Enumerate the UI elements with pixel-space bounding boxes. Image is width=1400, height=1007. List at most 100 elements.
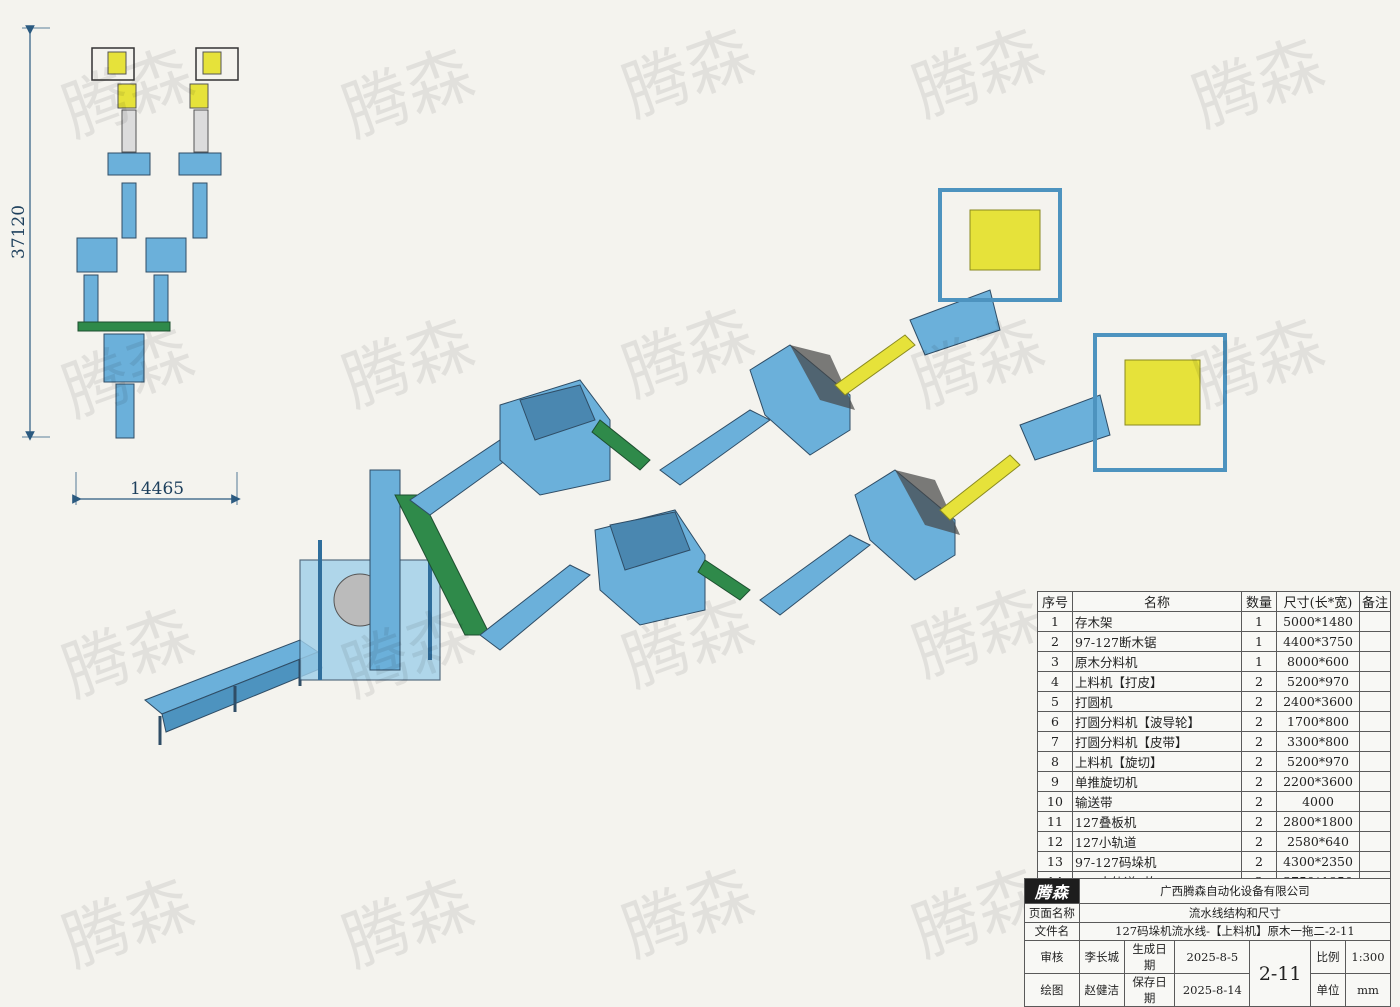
bom-cell: 4 bbox=[1037, 671, 1073, 692]
bom-cell: 打圆分料机【皮带】 bbox=[1072, 731, 1242, 752]
bom-cell: 8000*600 bbox=[1276, 651, 1360, 672]
log-storage-rack bbox=[144, 639, 323, 745]
bom-cell: 原木分料机 bbox=[1072, 651, 1242, 672]
title-block: 腾森 广西腾森自动化设备有限公司 页面名称 流水线结构和尺寸 文件名 127码垛… bbox=[1024, 878, 1392, 1007]
gen-date-label: 生成日期 bbox=[1123, 940, 1176, 974]
bom-cell bbox=[1359, 631, 1391, 652]
unit-label: 单位 bbox=[1310, 973, 1346, 1007]
reviewer: 李长城 bbox=[1078, 940, 1125, 974]
iso-line bbox=[144, 188, 1227, 745]
bom-cell: 5000*1480 bbox=[1276, 611, 1360, 632]
bom-cell bbox=[1359, 691, 1391, 712]
bom-cell: 13 bbox=[1037, 851, 1073, 872]
bom-cell: 5200*970 bbox=[1276, 671, 1360, 692]
bom-cell: 2800*1800 bbox=[1276, 811, 1360, 832]
save-date-label: 保存日期 bbox=[1123, 973, 1176, 1007]
bom-cell bbox=[1359, 751, 1391, 772]
bom-cell bbox=[1359, 711, 1391, 732]
page-name: 流水线结构和尺寸 bbox=[1078, 903, 1392, 923]
bom-cell bbox=[1359, 791, 1391, 812]
bom-cell: 2 bbox=[1241, 691, 1277, 712]
bom-cell: 97-127码垛机 bbox=[1072, 851, 1242, 872]
bom-cell: 上料机【打皮】 bbox=[1072, 671, 1242, 692]
plan-view bbox=[22, 25, 241, 505]
bom-cell: 5 bbox=[1037, 691, 1073, 712]
bom-header-cell: 备注 bbox=[1359, 591, 1391, 612]
bom-cell bbox=[1359, 731, 1391, 752]
bom-cell: 2 bbox=[1241, 671, 1277, 692]
bom-cell bbox=[1359, 651, 1391, 672]
company-logo: 腾森 bbox=[1024, 878, 1080, 904]
file-name-label: 文件名 bbox=[1024, 921, 1080, 941]
bom-cell bbox=[1359, 771, 1391, 792]
bom-cell: 4000 bbox=[1276, 791, 1360, 812]
bom-cell: 7 bbox=[1037, 731, 1073, 752]
bom-cell: 2 bbox=[1241, 771, 1277, 792]
save-date: 2025-8-14 bbox=[1174, 973, 1251, 1007]
bom-cell: 4300*2350 bbox=[1276, 851, 1360, 872]
bom-cell: 6 bbox=[1037, 711, 1073, 732]
bom-cell: 1 bbox=[1037, 611, 1073, 632]
bom-cell: 8 bbox=[1037, 751, 1073, 772]
scale: 1:300 bbox=[1344, 940, 1392, 974]
upper-branch bbox=[409, 188, 1062, 516]
bom-cell: 3300*800 bbox=[1276, 731, 1360, 752]
bom-cell bbox=[1359, 611, 1391, 632]
bom-cell: 5200*970 bbox=[1276, 751, 1360, 772]
bom-header-row: 序号 名称 数量 尺寸(长*宽) 备注 bbox=[1037, 591, 1391, 612]
bom-header-cell: 名称 bbox=[1072, 591, 1242, 612]
bom-cell: 97-127断木锯 bbox=[1072, 631, 1242, 652]
drawing-number: 2-11 bbox=[1249, 940, 1312, 1007]
bom-cell: 127小轨道 bbox=[1072, 831, 1242, 852]
bom-cell: 2 bbox=[1037, 631, 1073, 652]
bom-cell: 11 bbox=[1037, 811, 1073, 832]
bom-cell: 2 bbox=[1241, 731, 1277, 752]
bom-cell: 10 bbox=[1037, 791, 1073, 812]
drawer: 赵健洁 bbox=[1078, 973, 1125, 1007]
bom-cell: 127叠板机 bbox=[1072, 811, 1242, 832]
bom-cell: 上料机【旋切】 bbox=[1072, 751, 1242, 772]
bom-cell bbox=[1359, 671, 1391, 692]
review-label: 审核 bbox=[1024, 940, 1080, 974]
scale-label: 比例 bbox=[1310, 940, 1346, 974]
bom-header-cell: 尺寸(长*宽) bbox=[1276, 591, 1360, 612]
bom-cell: 2 bbox=[1241, 711, 1277, 732]
file-name: 127码垛机流水线-【上料机】原木一拖二-2-11 bbox=[1078, 921, 1392, 941]
bom-cell: 1700*800 bbox=[1276, 711, 1360, 732]
bom-cell: 12 bbox=[1037, 831, 1073, 852]
bom-header-cell: 序号 bbox=[1037, 591, 1073, 612]
bom-cell: 4400*3750 bbox=[1276, 631, 1360, 652]
bom-cell: 1 bbox=[1241, 631, 1277, 652]
bom-header-cell: 数量 bbox=[1241, 591, 1277, 612]
unit: mm bbox=[1344, 973, 1392, 1007]
bom-cell: 1 bbox=[1241, 651, 1277, 672]
width-dimension-label: 14465 bbox=[130, 479, 185, 499]
bom-cell: 2 bbox=[1241, 831, 1277, 852]
gen-date: 2025-8-5 bbox=[1174, 940, 1251, 974]
bom-cell bbox=[1359, 851, 1391, 872]
bom-cell: 打圆机 bbox=[1072, 691, 1242, 712]
page-name-label: 页面名称 bbox=[1024, 903, 1080, 923]
bom-cell: 单推旋切机 bbox=[1072, 771, 1242, 792]
log-distributor bbox=[369, 469, 491, 671]
bom-cell: 2200*3600 bbox=[1276, 771, 1360, 792]
bom-cell: 打圆分料机【波导轮】 bbox=[1072, 711, 1242, 732]
bom-cell: 1 bbox=[1241, 611, 1277, 632]
bom-cell bbox=[1359, 831, 1391, 852]
